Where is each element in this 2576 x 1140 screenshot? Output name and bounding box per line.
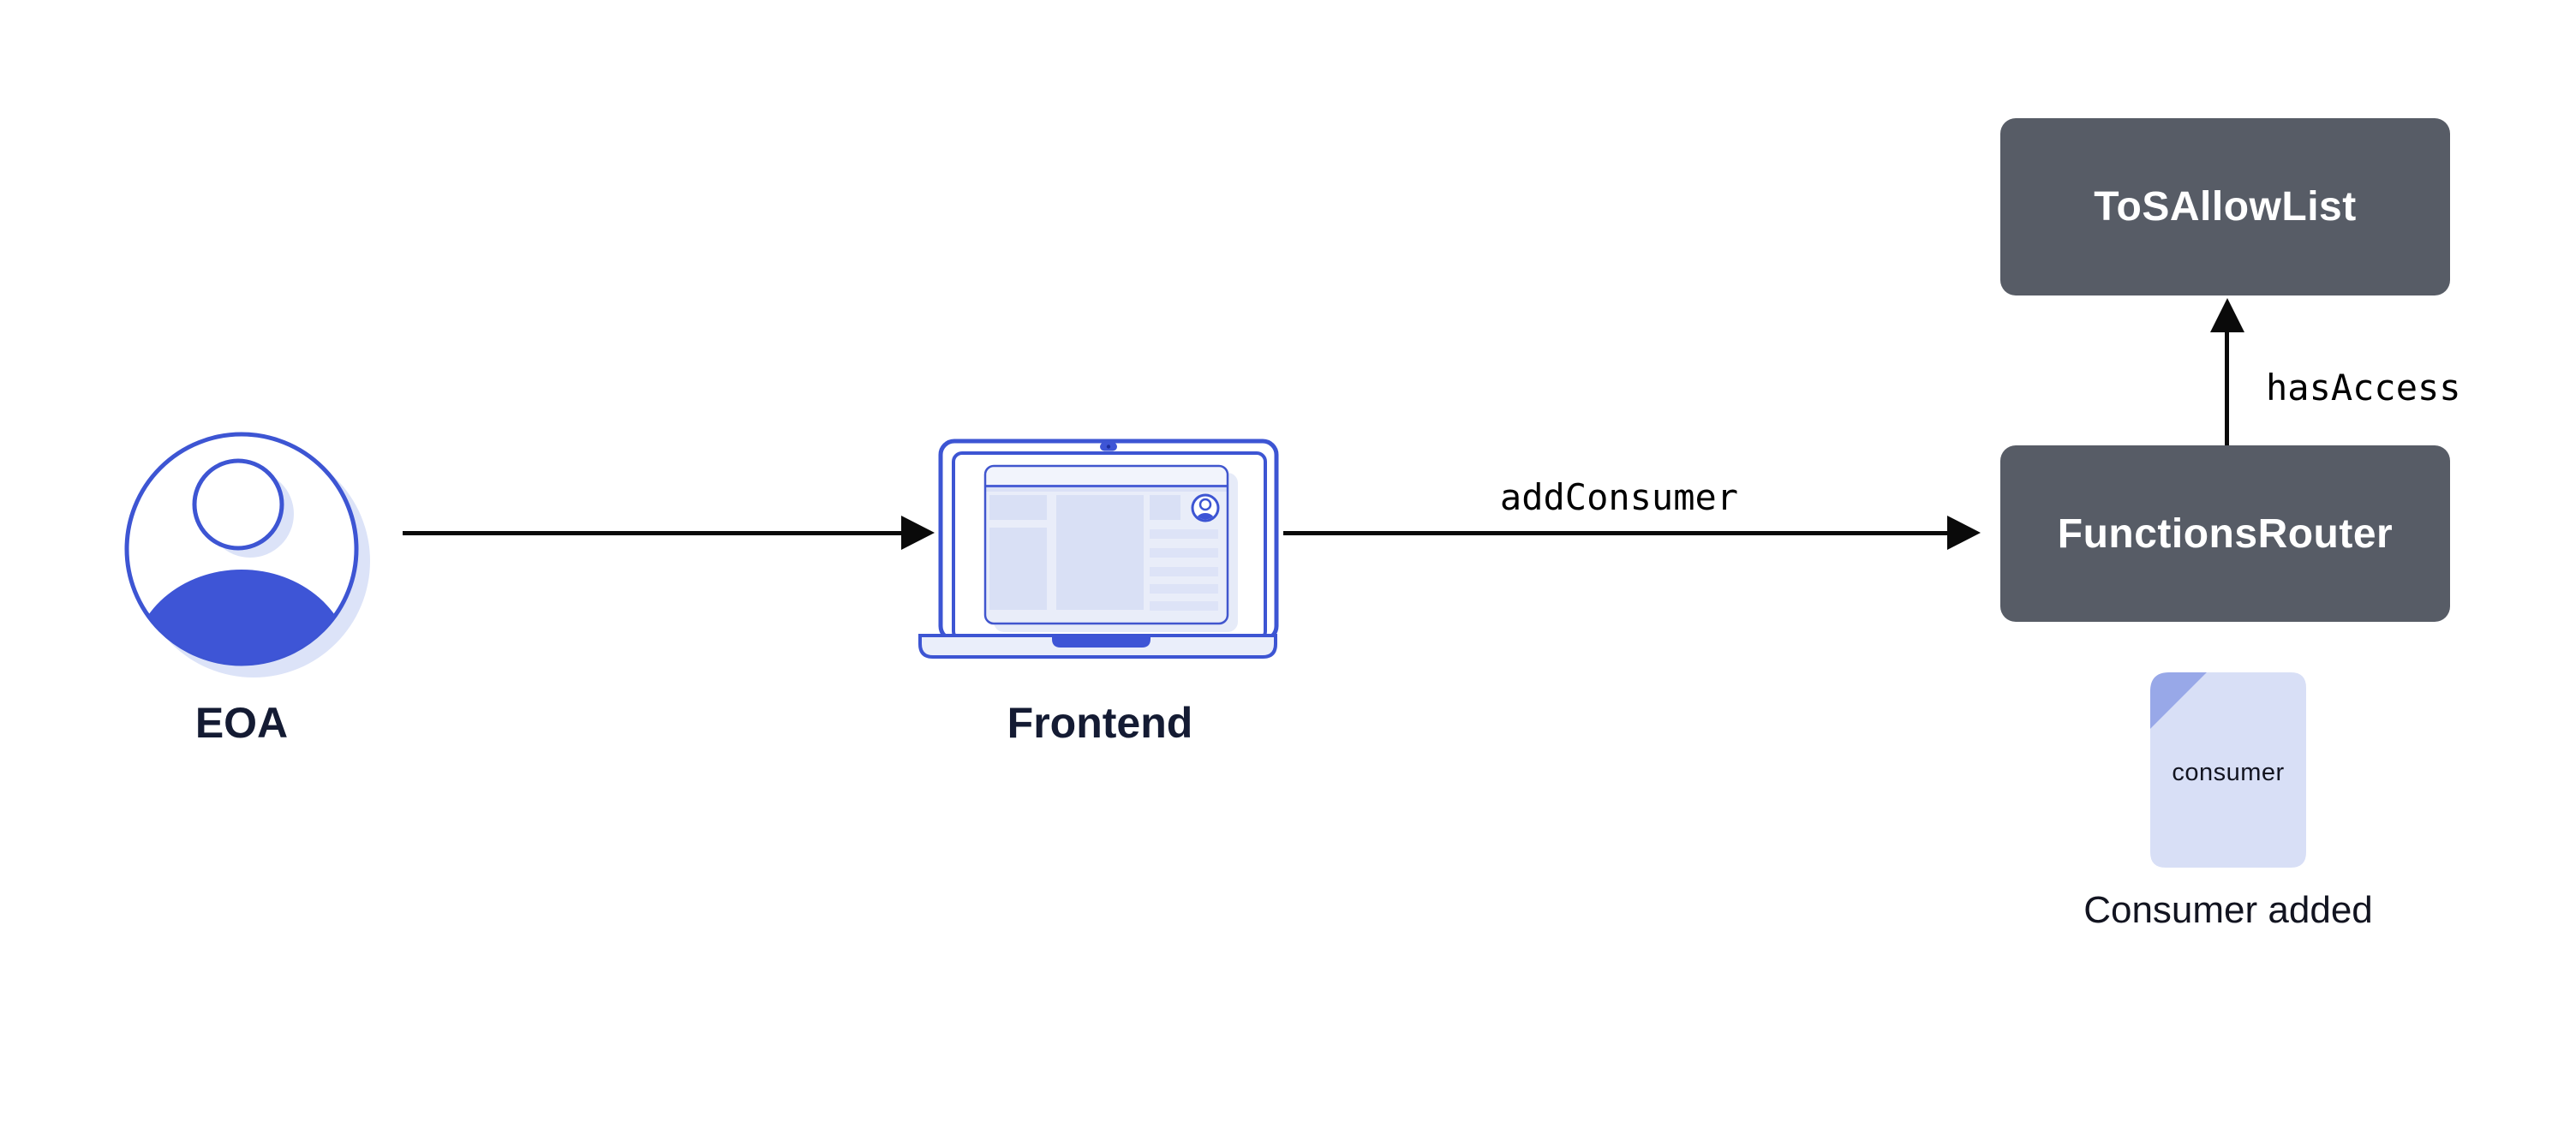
arrowhead-eoa-to-frontend	[901, 516, 935, 550]
eoa-label: EOA	[194, 699, 289, 747]
add-consumer-edge-label: addConsumer	[1499, 476, 1739, 518]
user-avatar-icon	[124, 432, 370, 677]
consumer-doc-label: consumer	[2172, 759, 2285, 786]
has-access-edge-label: hasAccess	[2266, 367, 2461, 409]
frontend-node	[917, 433, 1285, 668]
arrowhead-frontend-to-router	[1947, 516, 1981, 550]
consumer-doc-node	[2150, 672, 2306, 872]
eoa-node	[103, 420, 386, 698]
laptop-icon	[918, 439, 1279, 659]
tos-allow-list-box: ToSAllowList	[2000, 118, 2450, 295]
arrow-router-to-allowlist	[2225, 331, 2229, 445]
arrowhead-router-to-allowlist	[2210, 298, 2244, 332]
consumer-added-caption: Consumer added	[2083, 889, 2373, 931]
arrow-eoa-to-frontend	[403, 531, 903, 535]
document-icon	[2150, 672, 2306, 868]
arrow-frontend-to-router	[1283, 531, 1949, 535]
frontend-label: Frontend	[1007, 699, 1193, 747]
functions-router-box: FunctionsRouter	[2000, 445, 2450, 622]
functions-router-label: FunctionsRouter	[2057, 510, 2394, 557]
tos-allow-list-label: ToSAllowList	[2094, 184, 2357, 230]
